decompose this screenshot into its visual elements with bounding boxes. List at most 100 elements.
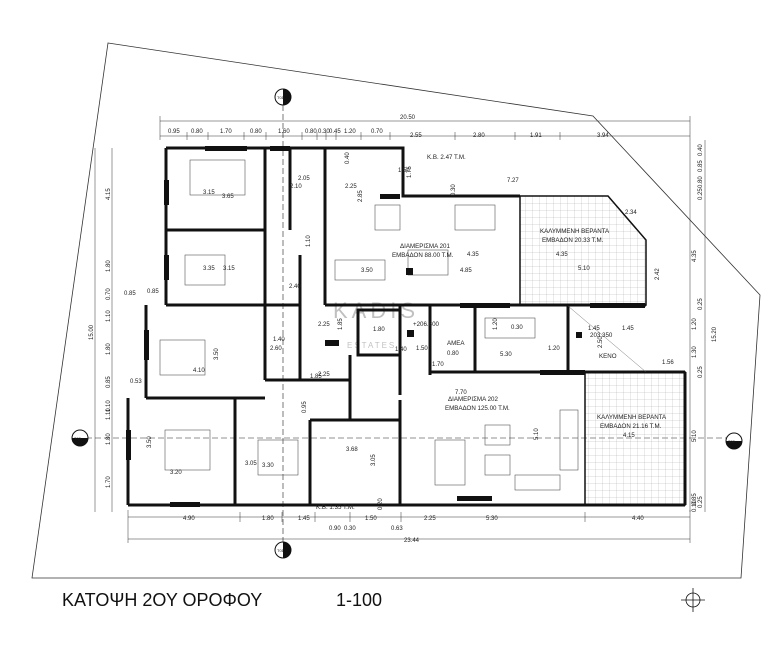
interior-dim: 3.50 xyxy=(147,436,153,448)
dim-right-seg: 0.25 xyxy=(698,496,704,508)
dim-top-seg: 0.80 xyxy=(305,129,317,135)
apartment-202-name: ΔΙΑΜΕΡΙΣΜΑ 202 xyxy=(448,396,498,403)
interior-dim: 3.15 xyxy=(223,266,235,272)
interior-dim: 4.15 xyxy=(623,433,635,439)
interior-dim: 1.40 xyxy=(273,337,285,343)
dimension-right xyxy=(689,140,706,512)
dim-bottom-seg: 5.30 xyxy=(486,516,498,522)
crosshair-icon xyxy=(681,588,705,612)
dim-right-seg: 0.25 xyxy=(698,366,704,378)
dim-top-seg: 0.45 xyxy=(329,129,341,135)
window-bands-part xyxy=(590,303,645,308)
interior-dim: 2.34 xyxy=(625,210,637,216)
section-marker-bottom: T01 xyxy=(274,541,292,559)
dim-top-seg: 0.80 xyxy=(250,129,262,135)
dim-right-seg: 0.25 xyxy=(698,188,704,200)
interior-dim: 5.30 xyxy=(500,352,512,358)
dim-left-seg: 0.85 xyxy=(124,291,136,297)
section-marker-right-part xyxy=(726,441,742,449)
dim-top-seg: 0.80 xyxy=(191,129,203,135)
furniture-part xyxy=(374,204,401,231)
interior-dim: 1.85 xyxy=(310,374,322,380)
interior-dim: 7.70 xyxy=(455,390,467,396)
interior-dim: 0.40 xyxy=(345,152,351,164)
interior-dim: 0.30 xyxy=(451,184,457,196)
window-bands-part xyxy=(144,330,149,360)
window-bands-part xyxy=(380,194,400,199)
dim-right-seg: 0.40 xyxy=(698,144,704,156)
section-marker-left-part xyxy=(72,438,88,446)
interior-dim: 0.10 xyxy=(692,500,698,512)
interior-dim: 0.85 xyxy=(147,289,159,295)
dim-bottom-sub: 0.30 xyxy=(344,526,356,532)
dim-right-seg: 0.85 xyxy=(698,160,704,172)
dim-top-seg: 2.80 xyxy=(473,133,485,139)
section-marker-top-part: T01 xyxy=(277,95,285,100)
dim-left-seg: 1.70 xyxy=(106,476,112,488)
dim-top-seg: 1.70 xyxy=(220,129,232,135)
dim-right-seg: 0.85 xyxy=(692,493,698,505)
interior-dim: 3.50 xyxy=(361,268,373,274)
core-symbols-part xyxy=(407,330,414,337)
furniture-part xyxy=(189,159,246,196)
interior-dim: 0.95 xyxy=(302,401,308,413)
dim-bottom-sub: 0.90 xyxy=(329,526,341,532)
dim-top-seg: 0.95 xyxy=(168,129,180,135)
dim-left-seg: 1.80 xyxy=(106,343,112,355)
interior-dim: 3.20 xyxy=(170,470,182,476)
core-symbols xyxy=(406,268,647,373)
section-marker-bottom-part: T01 xyxy=(277,548,285,553)
dim-left-overall: 15.00 xyxy=(89,324,95,340)
level-mark: +206.800 xyxy=(413,321,440,328)
interior-dim: 2.60 xyxy=(270,346,282,352)
dimension-left xyxy=(94,148,113,512)
dim-top-seg: 0.30 xyxy=(318,129,330,135)
dim-left-seg: 4.15 xyxy=(106,188,112,200)
core-symbols-part xyxy=(576,332,582,338)
dim-right-seg: 5.10 xyxy=(692,430,698,442)
dim-bottom-seg: 4.40 xyxy=(632,516,644,522)
interior-dim: 5.10 xyxy=(534,428,540,440)
interior-dim: 3.50 xyxy=(214,348,220,360)
dim-bottom-overall: 23.44 xyxy=(404,538,420,544)
dim-left-seg: 1.10 xyxy=(106,400,112,412)
interior-dim: 3.35 xyxy=(203,266,215,272)
storage-label: Κ.Β. 1.35 Τ.Μ. xyxy=(316,504,355,511)
interior-dim: 1.45 xyxy=(588,326,600,332)
dim-right-seg: 0.25 xyxy=(698,298,704,310)
furniture-part xyxy=(334,259,386,281)
interior-dim: 3.68 xyxy=(346,447,358,453)
core-symbols-part xyxy=(406,268,413,275)
dim-top-seg: 1.60 xyxy=(278,129,290,135)
furniture-part xyxy=(257,439,299,476)
section-marker-left-part: T02 xyxy=(74,436,82,441)
dim-top-seg: 1.91 xyxy=(530,133,542,139)
interior-dim: 4.35 xyxy=(556,252,568,258)
walls-part xyxy=(166,146,520,198)
furniture-part xyxy=(454,204,496,231)
level-mark: 203.350 xyxy=(590,332,613,339)
interior-dim: 3.05 xyxy=(371,454,377,466)
furniture-part xyxy=(164,429,211,471)
veranda-lower-name: ΚΑΛΥΜΜΕΝΗ ΒΕΡΑΝΤΑ xyxy=(597,414,667,421)
window-bands-part xyxy=(164,255,169,280)
window-bands-part xyxy=(325,340,339,346)
section-marker-right-part: T02 xyxy=(728,439,736,444)
window-bands-part xyxy=(460,303,510,308)
dim-top-seg: 3.94 xyxy=(597,133,609,139)
core-symbols-part xyxy=(567,305,647,373)
lift-label: ΑΜΕΑ xyxy=(447,340,465,347)
dim-bottom-sub: 0.63 xyxy=(391,526,403,532)
section-marker-top: T01 xyxy=(274,88,292,106)
interior-dim: 2.40 xyxy=(289,284,301,290)
interior-dim: 1.50 xyxy=(416,346,428,352)
furniture-part xyxy=(484,317,536,339)
window-bands-part xyxy=(126,430,131,460)
interior-dim: 1.10 xyxy=(106,408,112,420)
interior-dim: 1.40 xyxy=(395,347,407,353)
dim-bottom-seg: 2.25 xyxy=(424,516,436,522)
interior-dim: 0.20 xyxy=(378,498,384,510)
veranda-upper-name: ΚΑΛΥΜΜΕΝΗ ΒΕΡΑΝΤΑ xyxy=(540,228,610,235)
window-bands xyxy=(126,146,645,507)
interior-dim: 1.50 xyxy=(398,168,410,174)
